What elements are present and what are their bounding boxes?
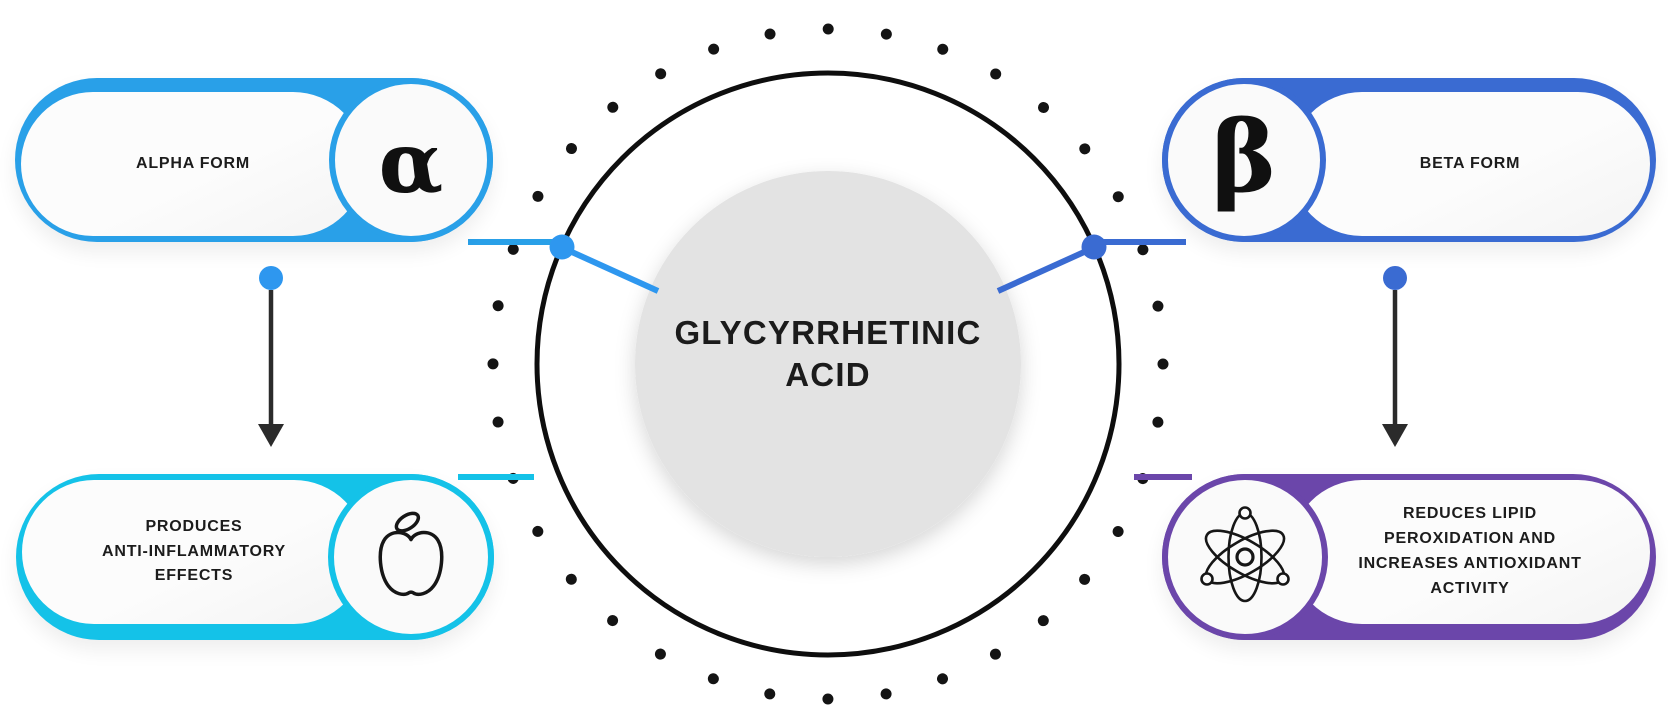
alpha-symbol-circle: α <box>329 78 493 242</box>
alpha-connector-dot <box>549 234 575 260</box>
apple-icon <box>378 511 444 597</box>
beta-form-pill: BETA FORM <box>1290 92 1650 236</box>
alpha-diagonal-line <box>561 245 660 294</box>
alpha-arrow <box>258 266 284 447</box>
center-title: GLYCYRRHETINIC ACID <box>674 314 982 394</box>
node-alpha-form: ALPHA FORM α <box>15 78 493 242</box>
alpha-form-label: ALPHA FORM <box>135 154 251 172</box>
node-alpha-effect: PRODUCES ANTI-INFLAMMATORY EFFECTS <box>16 474 494 640</box>
beta-diagonal-line <box>996 245 1095 294</box>
beta-effect-icon-circle <box>1162 474 1328 640</box>
alpha-effect-icon-circle <box>328 474 494 640</box>
alpha-symbol: α <box>378 113 444 212</box>
atom-icon <box>1200 506 1290 603</box>
alpha-form-pill: ALPHA FORM <box>21 92 365 236</box>
node-beta-effect: REDUCES LIPID PEROXIDATION AND INCREASES… <box>1162 474 1656 640</box>
beta-connector-dot <box>1081 234 1107 260</box>
beta-arrow <box>1382 266 1408 447</box>
node-beta-form: BETA FORM β <box>1162 78 1656 242</box>
alpha-effect-pill: PRODUCES ANTI-INFLAMMATORY EFFECTS <box>22 480 366 624</box>
beta-form-label: BETA FORM <box>1419 154 1521 172</box>
beta-effect-label: REDUCES LIPID PEROXIDATION AND INCREASES… <box>1358 505 1582 597</box>
alpha-effect-label: PRODUCES ANTI-INFLAMMATORY EFFECTS <box>102 517 286 585</box>
beta-effect-pill: REDUCES LIPID PEROXIDATION AND INCREASES… <box>1290 480 1650 624</box>
beta-symbol-circle: β <box>1162 78 1326 242</box>
beta-symbol: β <box>1211 100 1277 215</box>
